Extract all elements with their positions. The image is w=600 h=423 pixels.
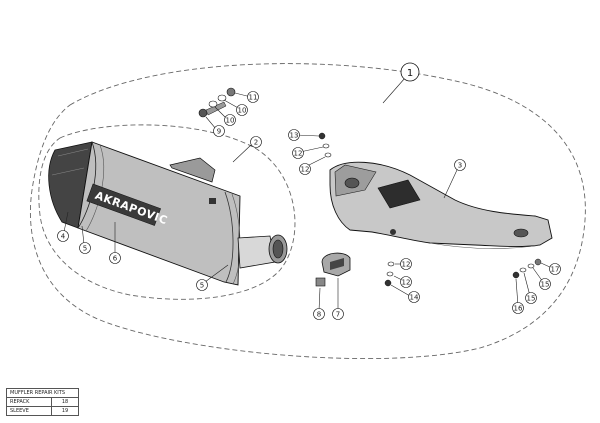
callout-16: 16 [512,302,524,314]
svg-text:2: 2 [254,139,258,147]
assembly-outline-2 [38,124,296,300]
link-pipe [329,161,553,249]
repair-kit-row: SLEEVE 19 [6,406,79,416]
repair-kits-header-row: MUFFLER REPAIR KITS [6,388,79,398]
svg-text:7: 7 [336,311,340,319]
callout-12-upper-a: 12 [292,147,304,159]
svg-text:12: 12 [301,166,310,174]
callout-3: 3 [454,159,466,171]
callout-13: 13 [288,129,300,141]
svg-text:11: 11 [249,94,258,102]
assembly-outline-1 [29,63,586,360]
svg-text:1: 1 [407,68,413,79]
callout-9: 9 [213,125,225,137]
svg-text:5: 5 [83,245,87,253]
callout-10-right: 10 [236,104,248,116]
svg-text:15: 15 [541,281,550,289]
callout-15-left: 15 [525,292,537,304]
repair-kit-number: 18 [51,397,79,407]
repair-kits-table: MUFFLER REPAIR KITS REPACK 18 SLEEVE 19 [6,388,79,416]
callout-15-right: 15 [539,278,551,290]
svg-text:12: 12 [402,261,411,269]
callout-10-left: 10 [224,114,236,126]
callout-8: 8 [313,308,325,320]
muffler-bracket [169,157,216,183]
repair-kit-label: REPACK [6,397,52,407]
svg-text:16: 16 [514,305,523,313]
svg-text:13: 13 [290,132,299,140]
callout-6: 6 [109,252,121,264]
svg-text:10: 10 [226,117,235,125]
svg-text:12: 12 [294,150,303,158]
callout-12-lower-a: 12 [400,258,412,270]
callout-12-upper-b: 12 [299,163,311,175]
link-pipe-body [329,161,553,248]
svg-text:15: 15 [527,295,536,303]
callout-2: 2 [250,136,262,148]
callout-11: 11 [247,91,259,103]
callout-1: 1 [400,62,420,82]
callout-5-upper: 5 [79,242,91,254]
svg-text:8: 8 [317,311,321,319]
callout-17: 17 [549,263,561,275]
svg-text:12: 12 [402,279,411,287]
repair-kit-number: 19 [51,406,79,416]
callout-14: 14 [408,291,420,303]
exhaust-clamp [315,252,351,287]
callout-12-lower-b: 12 [400,276,412,288]
repair-kits-title: MUFFLER REPAIR KITS [6,388,79,398]
svg-text:14: 14 [410,294,419,302]
callout-5-lower: 5 [196,279,208,291]
callout-7: 7 [332,308,344,320]
svg-text:4: 4 [61,233,66,241]
svg-text:6: 6 [113,255,118,263]
muffler: AKRAPOVIC [48,141,288,286]
repair-kit-row: REPACK 18 [6,397,79,407]
repair-kit-label: SLEEVE [6,406,52,416]
svg-text:10: 10 [238,107,247,115]
leader-lines [63,77,553,312]
brand-plate [86,183,161,226]
svg-text:3: 3 [458,162,462,170]
callout-4: 4 [57,230,69,242]
svg-text:5: 5 [200,282,204,290]
svg-text:9: 9 [217,128,221,136]
svg-text:17: 17 [551,266,560,274]
